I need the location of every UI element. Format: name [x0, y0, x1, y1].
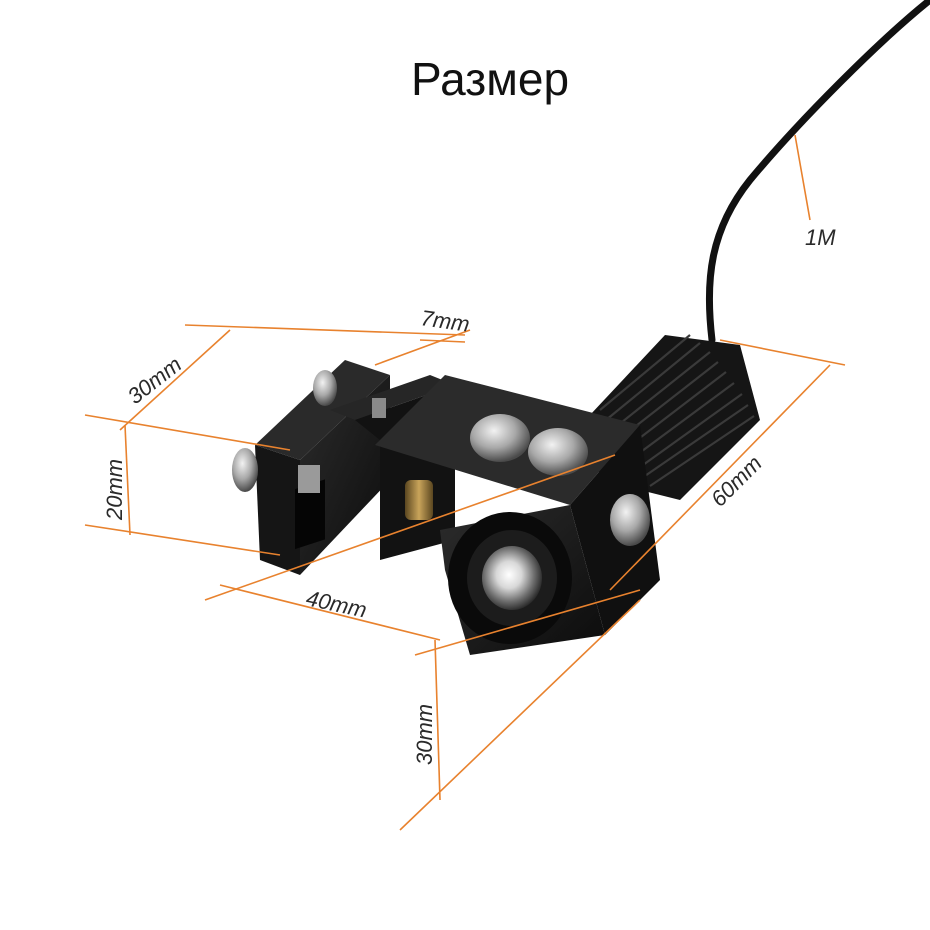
- label-cable-length: 1M: [805, 225, 836, 250]
- page-title: Размер: [411, 53, 569, 105]
- housing-screws: [470, 414, 650, 546]
- dimension-lines: [84, 134, 846, 831]
- label-head-height: 30mm: [412, 704, 437, 765]
- led-lens: [448, 512, 572, 644]
- power-cable: [705, 0, 930, 344]
- label-bracket-top-width: 7mm: [419, 305, 471, 337]
- mounting-bracket: [255, 360, 455, 575]
- label-base-length: 40mm: [304, 585, 369, 622]
- label-bracket-depth: 30mm: [123, 352, 187, 409]
- bracket-screws: [232, 370, 433, 520]
- label-bracket-height: 20mm: [102, 459, 127, 521]
